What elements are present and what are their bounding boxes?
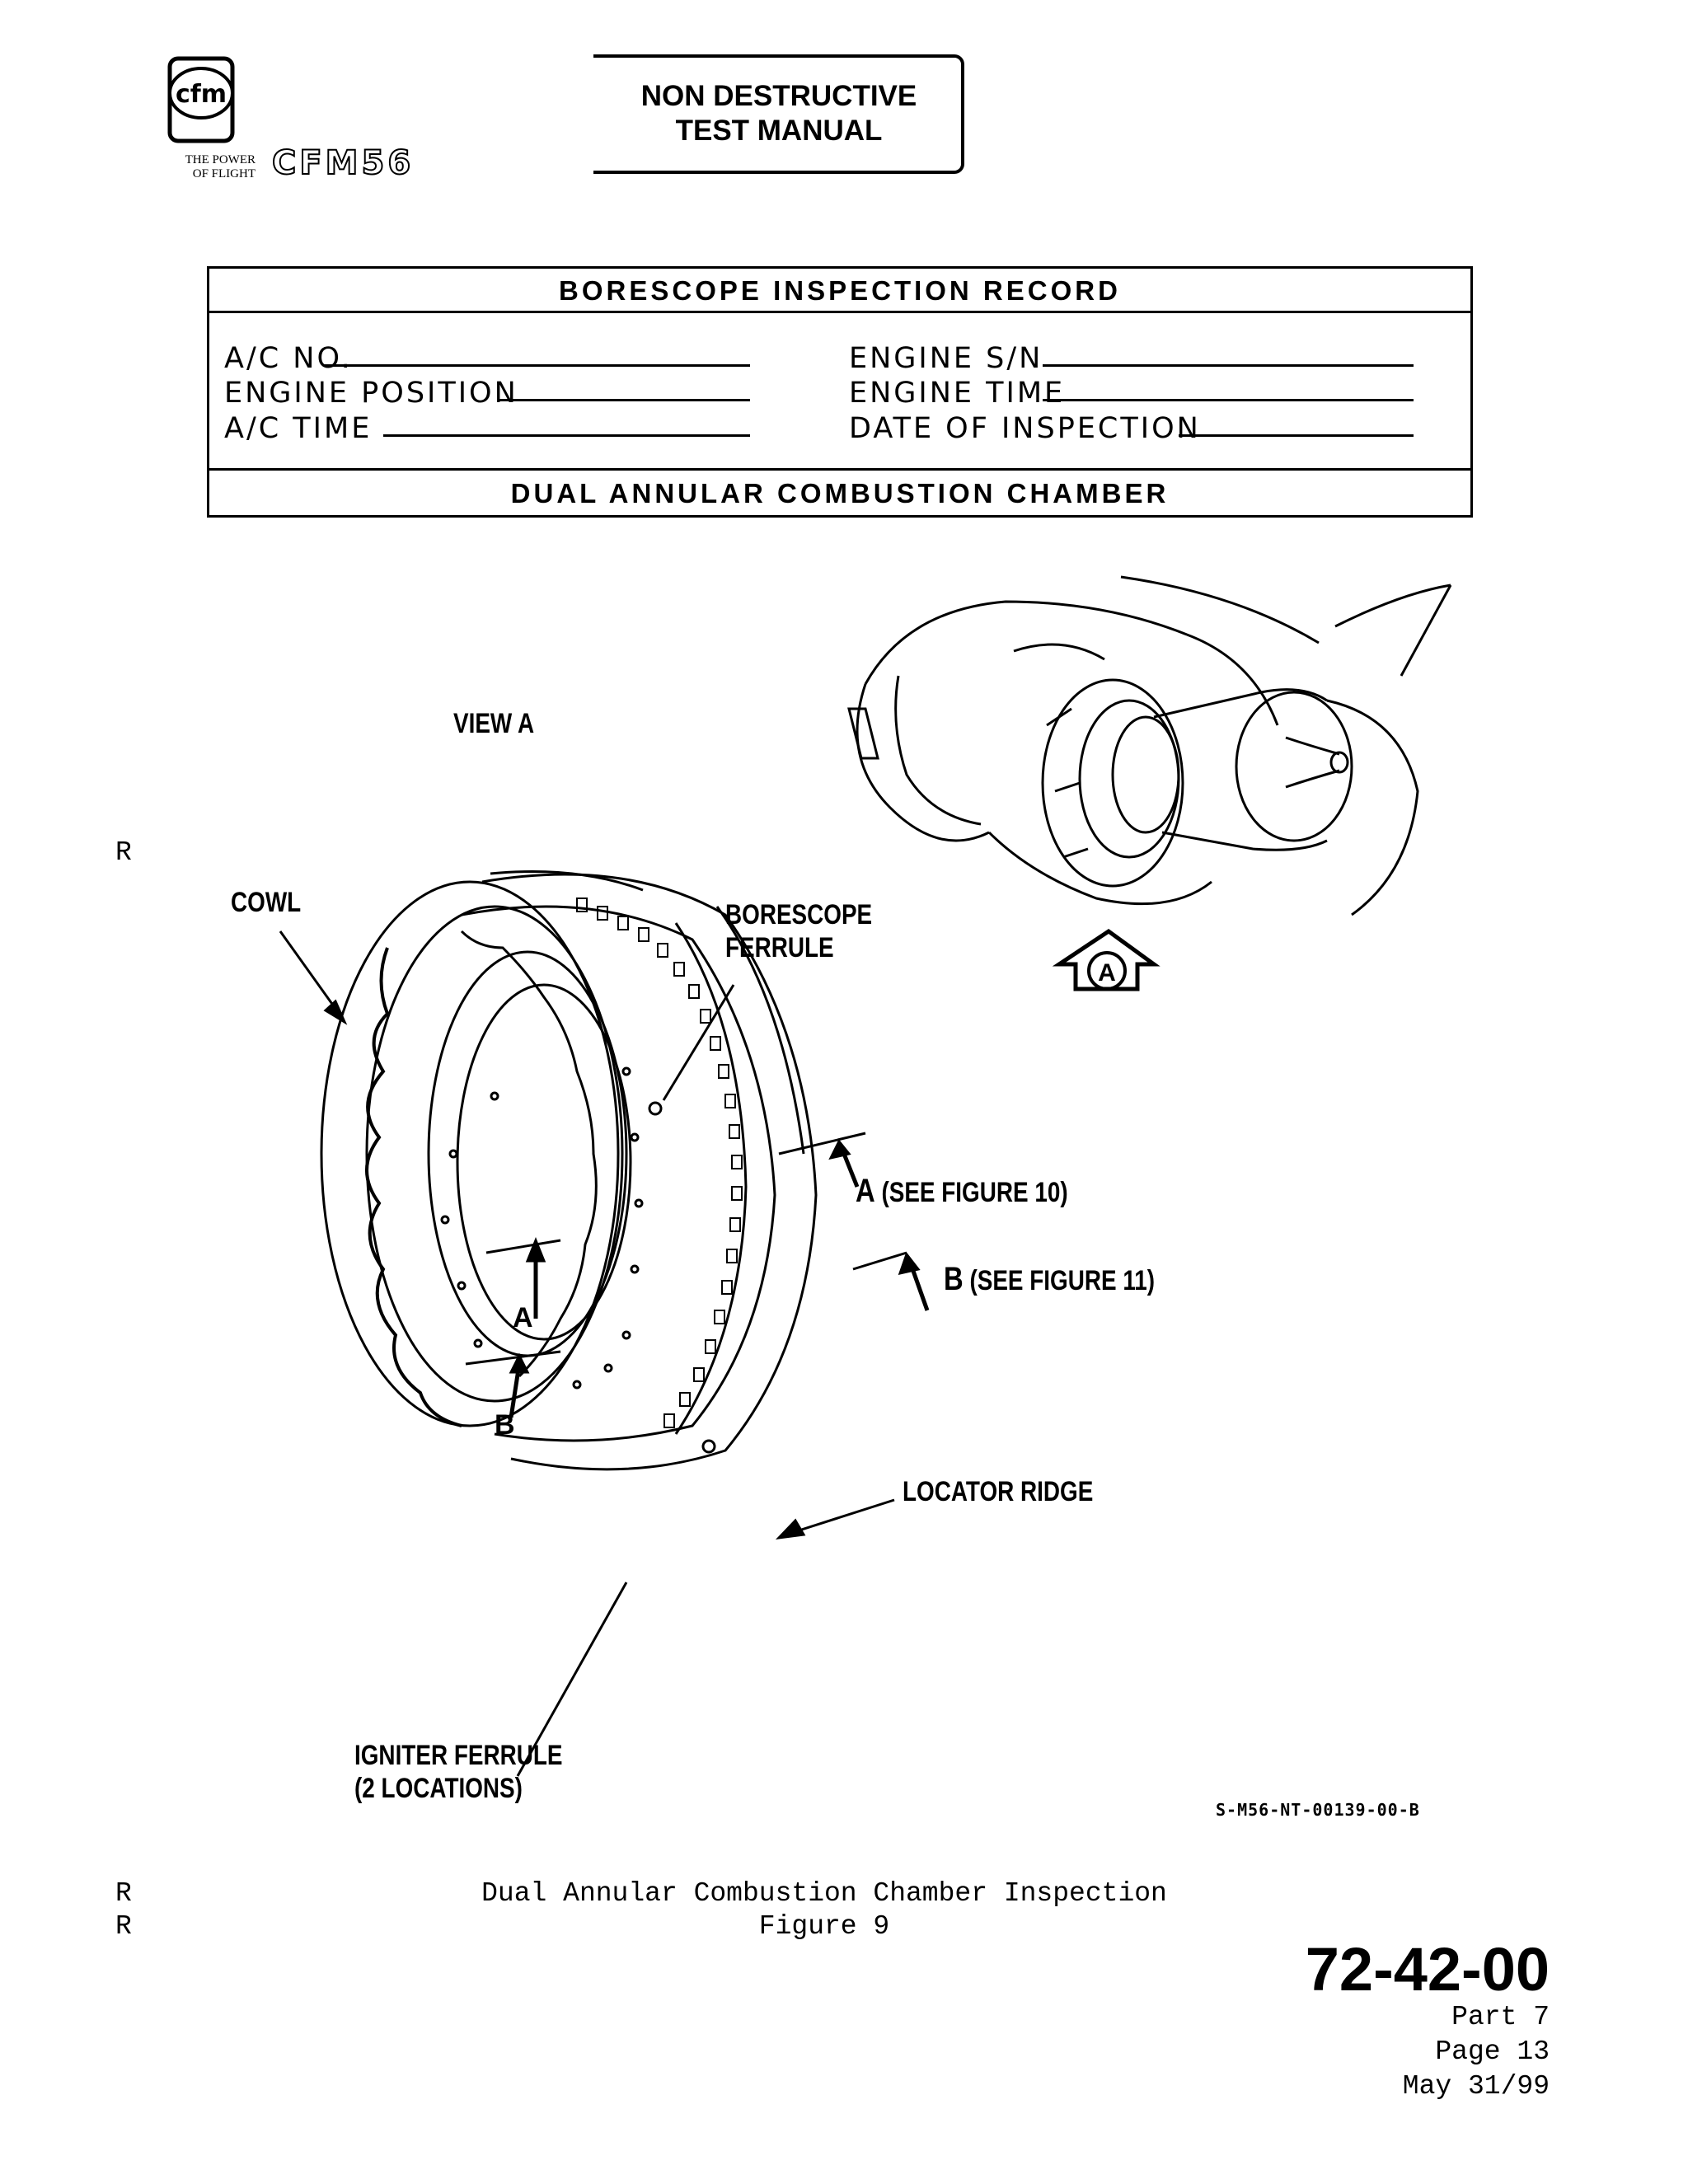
revision-mark: R: [115, 837, 132, 868]
inner-section-b-letter: B: [495, 1409, 515, 1441]
locator-leader: [790, 1498, 895, 1535]
field-date-of-inspection: DATE OF INSPECTION: [849, 412, 1201, 445]
igniter-ferrule-line2: (2 LOCATIONS): [354, 1773, 523, 1804]
tagline: THE POWER OF FLIGHT: [152, 153, 256, 181]
borescope-ferrule-line2: FERRULE: [725, 932, 834, 963]
inspection-record-box: [207, 266, 1473, 518]
engine-logo: CFM56: [271, 143, 415, 183]
revision-mark: R: [115, 1878, 132, 1909]
field-engine-position: ENGINE POSITION: [224, 377, 518, 410]
borescope-leader: [662, 984, 735, 1101]
igniter-ferrule-line1: IGNITER FERRULE: [354, 1740, 563, 1771]
locator-ridge-label: LOCATOR RIDGE: [903, 1476, 1094, 1507]
igniter-leader: [516, 1582, 628, 1777]
combustion-chamber-ring: A B: [320, 870, 818, 1471]
engine-overview-illustration: A: [847, 575, 1452, 991]
inner-section-a-letter: A: [513, 1302, 533, 1333]
record-title: BORESCOPE INSPECTION RECORD: [207, 266, 1473, 313]
part-number: Part 7: [1451, 2002, 1550, 2032]
section-b-callout: B (SEE FIGURE 11): [944, 1263, 1155, 1297]
field-ac-no-line: [323, 364, 750, 367]
view-a-label: VIEW A: [453, 708, 535, 739]
field-engine-time-line: [1043, 399, 1414, 401]
field-engine-position-line: [499, 399, 750, 401]
brand-text: cfm: [176, 80, 227, 109]
field-ac-time-line: [383, 434, 750, 437]
view-arrow-letter: A: [1098, 959, 1116, 987]
field-engine-time: ENGINE TIME: [849, 377, 1066, 410]
document-number: 72-42-00: [1305, 1935, 1550, 2004]
drawing-reference: S-M56-NT-00139-00-B: [1216, 1800, 1420, 1820]
field-ac-no: A/C NO.: [224, 342, 353, 375]
figure-caption: Dual Annular Combustion Chamber Inspecti…: [481, 1878, 1167, 1909]
page-number: Page 13: [1435, 2036, 1550, 2067]
revision-date: May 31/99: [1402, 2071, 1550, 2102]
field-engine-sn: ENGINE S/N: [849, 342, 1043, 375]
section-b-reference: (SEE FIGURE 11): [969, 1265, 1156, 1296]
tagline-line2: OF FLIGHT: [192, 167, 256, 180]
mounting-holes: [440, 1066, 716, 1454]
cowl-label: COWL: [231, 887, 302, 918]
borescope-ferrule-line1: BORESCOPE: [725, 899, 873, 930]
record-footer: DUAL ANNULAR COMBUSTION CHAMBER: [207, 468, 1473, 518]
field-ac-time: A/C TIME: [224, 412, 373, 445]
figure-number: Figure 9: [758, 1911, 890, 1942]
field-engine-sn-line: [1043, 364, 1414, 367]
manual-title-line2: TEST MANUAL: [675, 115, 883, 147]
borescope-ferrule-label: BORESCOPE FERRULE: [725, 898, 872, 964]
manual-title-box: [593, 54, 964, 174]
revision-mark: R: [115, 1911, 132, 1942]
section-a-reference: (SEE FIGURE 10): [881, 1177, 1068, 1208]
field-date-of-inspection-line: [1179, 434, 1414, 437]
manual-title-line1: NON DESTRUCTIVE: [640, 80, 917, 112]
section-a-callout: A (SEE FIGURE 10): [856, 1174, 1068, 1209]
tagline-line1: THE POWER: [185, 153, 256, 166]
cooling-slots: [576, 898, 743, 1428]
section-b-letter: B: [944, 1261, 964, 1297]
igniter-ferrule-label: IGNITER FERRULE (2 LOCATIONS): [354, 1739, 562, 1805]
cfm-logo: cfm: [167, 56, 235, 143]
manual-title: NON DESTRUCTIVE TEST MANUAL: [593, 79, 964, 148]
section-a-letter: A: [856, 1173, 875, 1209]
